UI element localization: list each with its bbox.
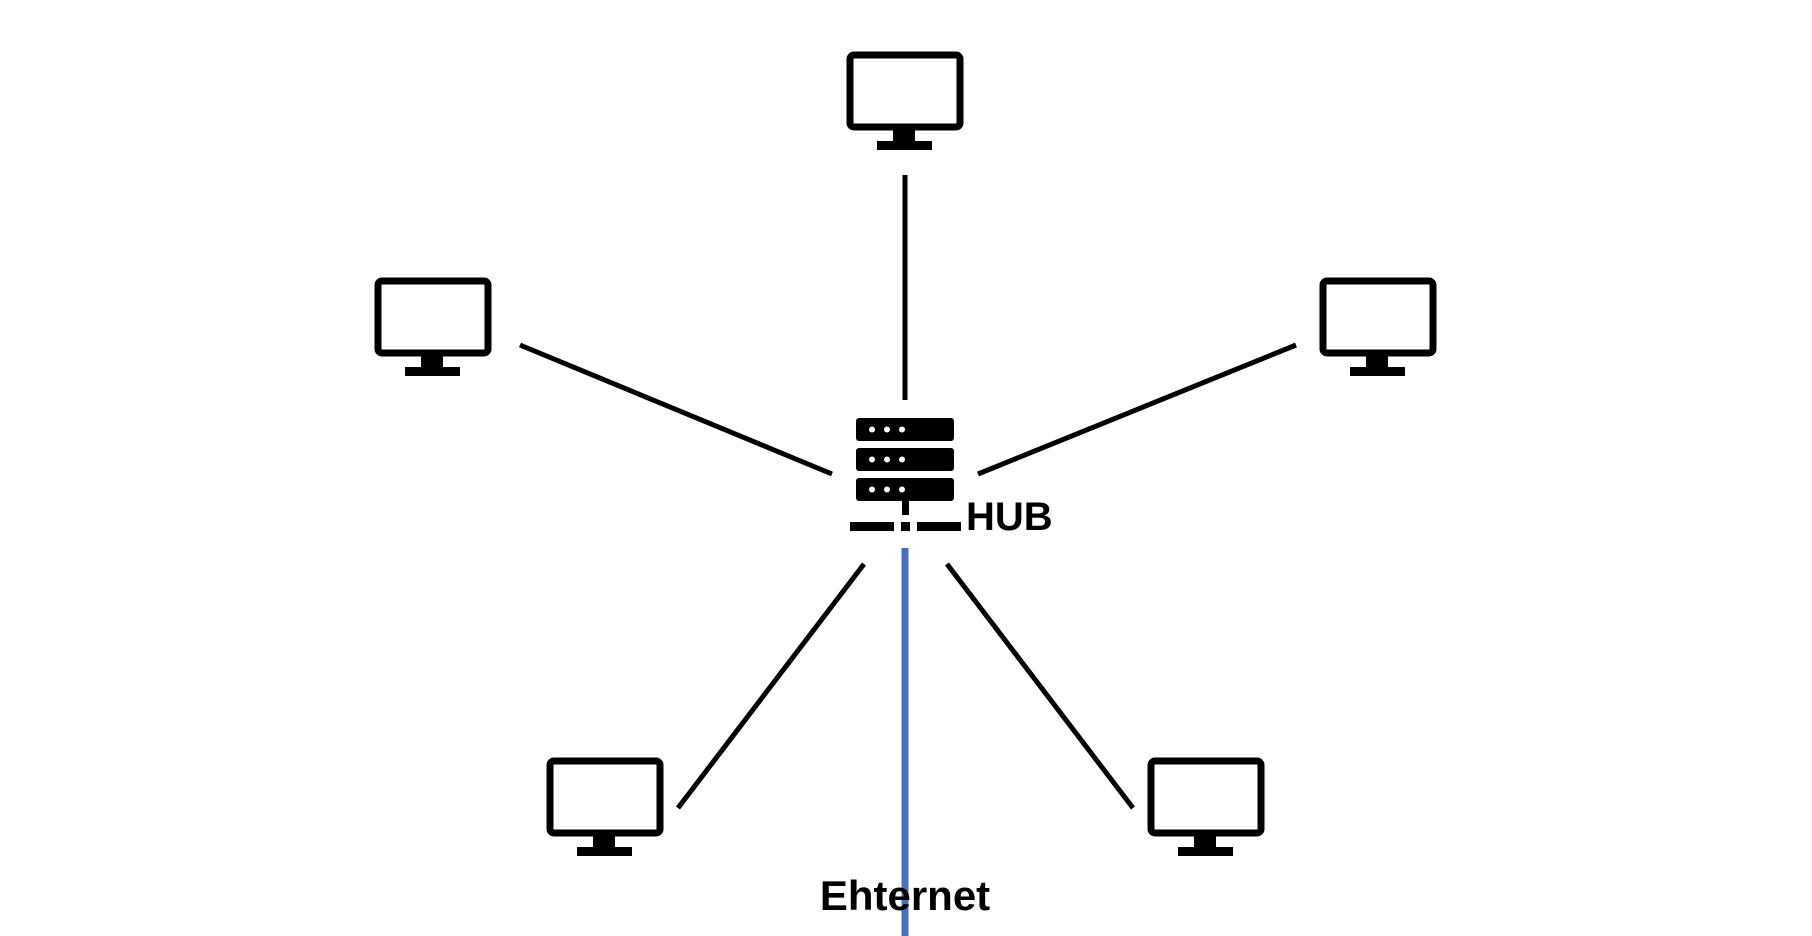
computer-top[interactable]	[850, 55, 960, 150]
hub-node[interactable]: HUB	[850, 418, 1053, 539]
ethernet-label: Ehternet	[820, 872, 990, 919]
hub-label: HUB	[966, 495, 1053, 539]
connection-lines	[519, 175, 1297, 810]
computer-upper-right[interactable]	[1323, 281, 1433, 376]
link-upper-left	[519, 342, 833, 477]
monitor-icon	[1323, 281, 1433, 376]
link-lower-left	[676, 562, 866, 810]
link-lower-right	[945, 562, 1135, 810]
monitor-icon	[378, 281, 488, 376]
computer-lower-right[interactable]	[1151, 761, 1261, 856]
monitor-icon	[1151, 761, 1261, 856]
server-rack-icon	[850, 418, 961, 531]
link-upper-right	[977, 342, 1297, 477]
monitor-icon	[550, 761, 660, 856]
computer-upper-left[interactable]	[378, 281, 488, 376]
computer-lower-left[interactable]	[550, 761, 660, 856]
monitor-icon	[850, 55, 960, 150]
